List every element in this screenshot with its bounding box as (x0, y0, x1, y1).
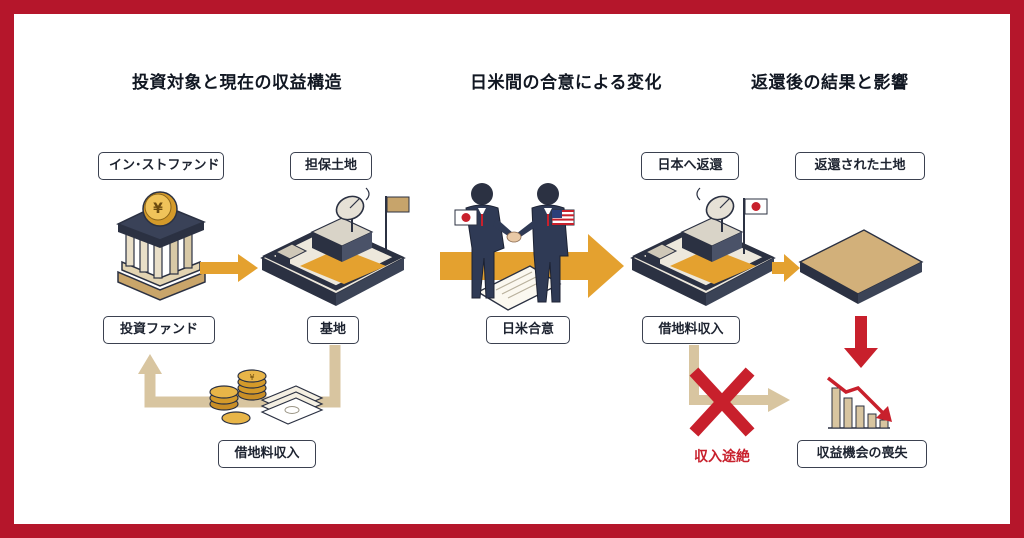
label-rent-income-left: 借地料収入 (218, 440, 316, 468)
arrow-agreement-change (440, 234, 624, 298)
label-income-cut: 収入途絶 (694, 449, 750, 465)
radar-dish-icon-returned (696, 187, 735, 232)
flag-icon (385, 196, 410, 254)
japan-flag-icon (454, 209, 478, 226)
arrow-base-to-land (772, 254, 800, 282)
label-collateral-land: 担保土地 (290, 152, 372, 180)
arrow-down-loss (844, 316, 878, 368)
military-base-icon-returned (630, 217, 776, 306)
svg-text:¥: ¥ (249, 373, 254, 382)
label-returned-land: 返還された土地 (795, 152, 925, 180)
label-us-japan-agreement: 日米合意 (486, 316, 570, 344)
coin-stack-icon: ¥ (209, 369, 267, 425)
section-title-current: 投資対象と現在の収益構造 (132, 73, 342, 93)
section-title-after: 返還後の結果と影響 (751, 73, 909, 93)
military-base-icon (260, 217, 406, 306)
radar-dish-icon (335, 187, 370, 232)
land-plot-icon (798, 229, 924, 304)
declining-chart-icon (826, 376, 892, 429)
arrow-rent-loop (144, 345, 341, 408)
label-base: 基地 (307, 316, 359, 344)
arrow-rent-loop-head (138, 354, 162, 374)
banknote-icon (260, 385, 324, 425)
us-flag-icon (551, 209, 575, 226)
label-loss-of-income-opportunity: 収益機会の喪失 (797, 440, 927, 468)
svg-text:¥: ¥ (153, 201, 163, 217)
arrow-fund-to-land (200, 254, 258, 282)
label-investment-fund: 投資ファンド (103, 316, 215, 344)
arrow-rent-stopped-head (768, 388, 790, 412)
arrow-rent-stopped (689, 345, 770, 405)
yen-coin-icon: ¥ (142, 191, 178, 227)
label-rent-income-right: 借地料収入 (642, 316, 740, 344)
japan-flag-icon-base (743, 198, 768, 254)
handshake-icon (465, 183, 569, 303)
section-title-agreement: 日米間の合意による変化 (470, 73, 662, 93)
label-infund: イン･ストファンド (98, 152, 224, 180)
label-returned-to-japan: 日本へ返還 (641, 152, 739, 180)
cross-icon (689, 367, 755, 437)
